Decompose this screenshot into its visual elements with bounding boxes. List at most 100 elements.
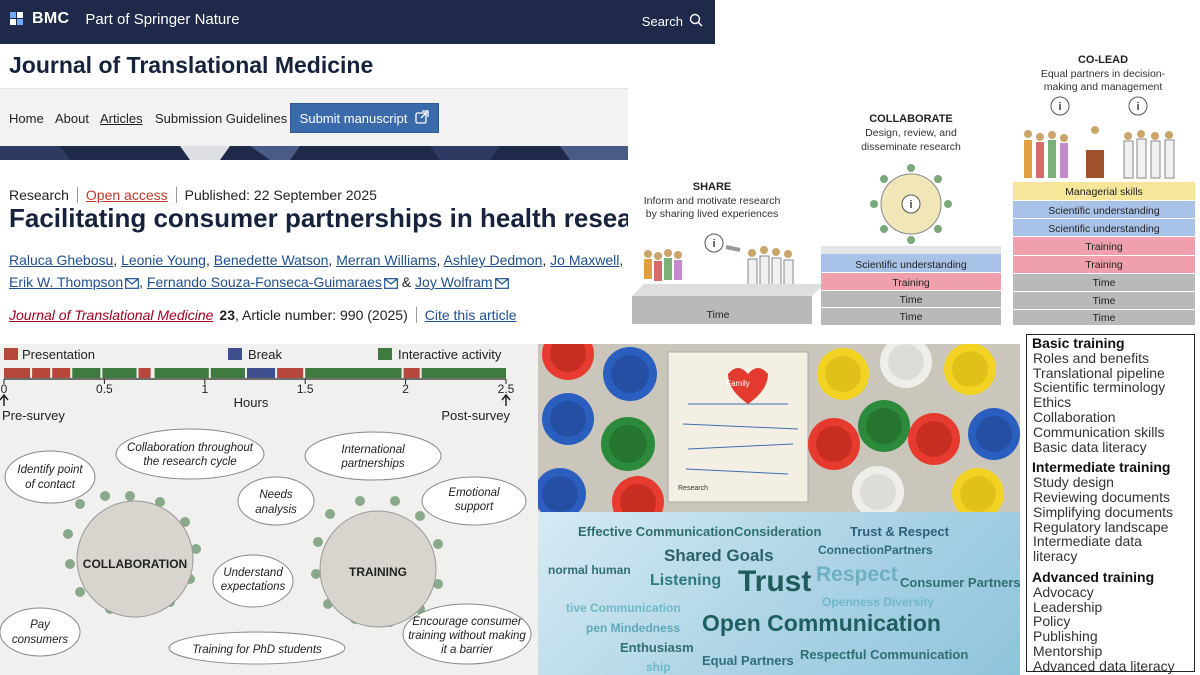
author-link[interactable]: Ashley Dedmon — [443, 252, 543, 268]
layer-label: Time — [900, 311, 923, 323]
author-link[interactable]: Leonie Young — [121, 252, 206, 268]
word: Respectful Communication — [800, 647, 969, 662]
journal-name-link[interactable]: Journal of Translational Medicine — [9, 307, 214, 323]
timeline-segment — [102, 368, 137, 378]
training-item: Publishing — [1033, 628, 1098, 645]
training-circle: TRAINING — [311, 496, 443, 628]
email-icon[interactable] — [494, 273, 509, 295]
nav-home[interactable]: Home — [9, 111, 44, 126]
submit-manuscript-button[interactable]: Submit manuscript — [290, 103, 439, 133]
svg-text:training without making: training without making — [408, 630, 526, 642]
layer-time — [632, 296, 812, 324]
svg-text:Emotional: Emotional — [448, 487, 500, 499]
training-item: Ethics — [1033, 394, 1072, 411]
legend-swatch-interactive — [378, 348, 392, 360]
timeline-segment — [72, 368, 101, 378]
word: tive Communication — [566, 601, 681, 615]
stage-title-collaborate: COLLABORATE — [869, 113, 953, 125]
timeline-segment — [154, 368, 209, 378]
layer-label: Scientific understanding — [855, 259, 967, 271]
word: Shared Goals — [664, 546, 774, 565]
training-item: Study design — [1033, 474, 1114, 491]
arrow-up-icon — [0, 393, 9, 406]
layer-label: Time — [1093, 312, 1116, 324]
site-header: BMC Part of Springer Nature Search — [0, 0, 715, 44]
external-link-icon — [415, 109, 429, 127]
article-meta: Research Open access Published: 22 Septe… — [9, 187, 377, 203]
cite-article-link[interactable]: Cite this article — [424, 307, 517, 323]
training-level-title: Intermediate training — [1032, 459, 1171, 476]
training-item: Mentorship — [1033, 642, 1103, 659]
layer-label: Training — [1085, 259, 1123, 271]
svg-text:it a barrier: it a barrier — [441, 644, 494, 656]
values-word-cloud: Effective Communication Consideration Tr… — [538, 512, 1020, 675]
timeline-segment — [4, 368, 31, 378]
author-link[interactable]: Benedette Watson — [213, 252, 329, 268]
nav-articles[interactable]: Articles — [100, 111, 143, 126]
word: pen Mindedness — [586, 621, 681, 635]
word: normal human — [548, 563, 631, 577]
email-icon[interactable] — [384, 273, 398, 295]
word: ConnectionPartners — [818, 543, 933, 557]
tick-label: 1.5 — [297, 382, 314, 396]
training-item: Advocacy — [1033, 583, 1094, 600]
search-button[interactable]: Search — [642, 13, 703, 30]
info-icon: i — [1128, 96, 1148, 116]
author-link[interactable]: Raluca Ghebosu — [9, 252, 114, 268]
word: Consideration — [734, 524, 822, 539]
author-link[interactable]: Fernando Souza-Fonseca-Guimaraes — [146, 274, 382, 290]
circle-label: TRAINING — [349, 565, 407, 579]
bmc-logo-icon — [10, 12, 24, 26]
svg-text:consumers: consumers — [12, 634, 68, 646]
layer-scientific — [1013, 201, 1195, 218]
layer-label: Training — [1085, 241, 1123, 253]
word: Enthusiasm — [620, 640, 694, 655]
svg-text:Pay: Pay — [30, 619, 51, 631]
layer-training — [1013, 256, 1195, 273]
nav-about[interactable]: About — [55, 111, 89, 126]
svg-text:i: i — [909, 199, 912, 211]
training-item: Reviewing documents — [1033, 488, 1170, 505]
stage-desc-colead-1: Equal partners in decision- — [1041, 68, 1166, 80]
email-icon[interactable] — [125, 273, 140, 295]
people-illustration — [644, 246, 794, 290]
svg-text:the research cycle: the research cycle — [143, 456, 236, 468]
layer-time — [1013, 274, 1195, 291]
svg-text:Family: Family — [726, 379, 750, 388]
stage-desc-colead-2: making and management — [1044, 81, 1163, 93]
svg-text:i: i — [1136, 101, 1139, 113]
layer-time — [1013, 310, 1195, 325]
layer-label: Time — [900, 294, 923, 306]
stage-desc-collaborate-1: Design, review, and — [865, 127, 957, 139]
layer-label: Training — [892, 277, 930, 289]
article-type: Research — [9, 187, 69, 203]
nav-submission-guidelines[interactable]: Submission Guidelines — [155, 111, 288, 126]
timeline-segment — [305, 368, 402, 378]
layer-time — [1013, 292, 1195, 309]
author-link[interactable]: Jo Maxwell — [550, 252, 620, 268]
layer-label: Time — [707, 309, 730, 321]
open-access-link[interactable]: Open access — [85, 187, 168, 203]
author-link[interactable]: Merran Williams — [336, 252, 437, 268]
volume: 23 — [219, 307, 235, 323]
timeline-segment — [52, 368, 71, 378]
word: Consumer Partners — [900, 575, 1020, 590]
training-item: Intermediate data literacy — [1033, 533, 1142, 565]
svg-text:Research: Research — [678, 485, 708, 492]
timeline-bar — [4, 368, 506, 378]
stage-desc-collaborate-2: disseminate research — [861, 141, 961, 153]
author-link[interactable]: Joy Wolfram — [415, 274, 493, 290]
brand[interactable]: BMC Part of Springer Nature — [10, 10, 240, 28]
training-item: Basic data literacy — [1033, 438, 1147, 455]
author-link[interactable]: Erik W. Thompson — [9, 274, 124, 290]
divider — [175, 187, 177, 203]
timeline-segment — [210, 368, 245, 378]
tick-label: 0.5 — [96, 382, 113, 396]
search-label: Search — [641, 14, 683, 29]
training-level-title: Advanced training — [1032, 568, 1155, 585]
svg-text:i: i — [1058, 101, 1061, 113]
layer-training — [1013, 237, 1195, 255]
journal-title[interactable]: Journal of Translational Medicine — [9, 52, 374, 78]
svg-text:of contact: of contact — [25, 479, 76, 491]
